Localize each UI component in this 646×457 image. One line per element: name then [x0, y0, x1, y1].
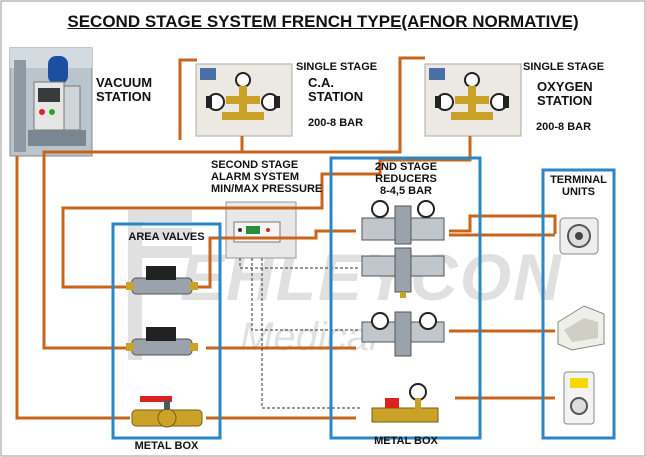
ca-station-photo	[195, 63, 293, 137]
reducers-label: 2ND STAGE REDUCERS 8-4,5 BAR	[352, 161, 460, 198]
vacuum-station-line2: STATION	[96, 89, 152, 105]
metal-box-left-label: METAL BOX	[134, 440, 199, 452]
ca-station-line1: SINGLE STAGE	[296, 61, 378, 73]
svg-text:Medical: Medical	[240, 315, 379, 359]
pipe-network	[15, 56, 557, 420]
ca-station-name: C.A. STATION	[308, 75, 364, 105]
alarm-system-line1: SECOND STAGE	[211, 159, 299, 171]
oxygen-station-pressure: 200-8 BAR	[536, 121, 592, 133]
terminal-unit-oxygen	[559, 217, 599, 255]
area-valve-vacuum	[131, 396, 203, 428]
oxygen-station-photo	[424, 63, 522, 137]
ca-station-label: SINGLE STAGE	[296, 61, 378, 74]
vacuum-station-label: VACUUM STATION	[96, 75, 153, 105]
oxygen-station-line1: SINGLE STAGE	[523, 61, 605, 73]
reducer-oxygen	[361, 200, 445, 298]
reducers-line2: REDUCERS	[375, 172, 437, 185]
metal-box-right-label: METAL BOX	[374, 435, 438, 447]
alarm-wiring	[239, 258, 360, 409]
terminal-units-line2: UNITS	[562, 185, 595, 198]
alarm-system-label: SECOND STAGE ALARM SYSTEM MIN/MAX PRESSU…	[211, 159, 323, 196]
terminal-units-label: TERMINAL UNITS	[543, 174, 614, 199]
vacuum-station-photo	[9, 47, 93, 157]
terminal-unit-vacuum	[563, 371, 595, 425]
terminal-unit-ca	[557, 305, 605, 351]
reducers-line1: 2ND STAGE	[374, 161, 438, 173]
reducer-ca	[361, 311, 445, 357]
ca-station-line3: STATION	[308, 89, 364, 105]
area-valves-label: AREA VALVES	[128, 231, 205, 243]
oxygen-station-line2: OXYGEN	[537, 79, 593, 94]
area-valves-box	[111, 222, 222, 440]
area-valve-ca	[126, 327, 198, 356]
oxygen-station-line3: STATION	[537, 93, 593, 109]
vacuum-station-line1: VACUUM	[96, 75, 153, 90]
alarm-panel-photo	[225, 201, 297, 259]
page-title: SECOND STAGE SYSTEM FRENCH TYPE(AFNOR NO…	[67, 12, 579, 31]
reducers-box	[329, 156, 482, 440]
ca-station-pressure: 200-8 BAR	[308, 117, 364, 129]
alarm-system-line2: ALARM SYSTEM	[211, 170, 299, 183]
area-valve-oxygen	[126, 266, 198, 295]
regulator-vacuum	[371, 383, 439, 423]
terminal-units-line1: TERMINAL	[550, 174, 607, 186]
ca-station-line2: C.A.	[308, 75, 334, 90]
oxygen-station-label: SINGLE STAGE	[523, 61, 605, 74]
alarm-system-line3: MIN/MAX PRESSURE	[211, 182, 323, 195]
oxygen-station-name: OXYGEN STATION	[537, 79, 593, 109]
reducers-line3: 8-4,5 BAR	[380, 184, 432, 197]
terminal-units-box	[541, 168, 616, 440]
